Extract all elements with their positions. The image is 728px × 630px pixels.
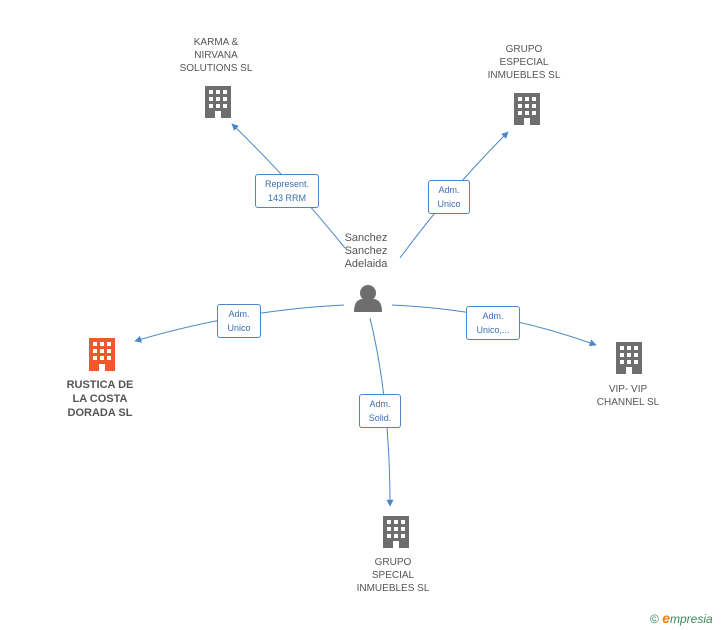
- node-label-rustica[interactable]: RUSTICA DE LA COSTA DORADA SL: [66, 379, 134, 419]
- building-icon[interactable]: [383, 516, 409, 548]
- building-icon[interactable]: [205, 86, 231, 118]
- person-icon[interactable]: [354, 285, 382, 312]
- node-label-vip[interactable]: VIP- VIP CHANNEL SL: [596, 384, 660, 408]
- edge-label-rustica: Adm. Unico: [217, 304, 261, 338]
- edge-label-vip: Adm. Unico,...: [466, 306, 520, 340]
- brand-e: e: [662, 610, 670, 626]
- edge-label-grupo-especial: Adm. Unico: [428, 180, 470, 214]
- node-label-karma[interactable]: KARMA & NIRVANA SOLUTIONS SL: [179, 37, 253, 74]
- node-label-grupo-special[interactable]: GRUPO SPECIAL INMUEBLES SL: [356, 557, 430, 594]
- brand-rest: mpresia: [669, 612, 713, 626]
- edge-label-grupo-special: Adm. Solid.: [359, 394, 401, 428]
- building-icon[interactable]: [514, 93, 540, 125]
- building-icon[interactable]: [89, 338, 115, 371]
- edge-label-karma: Represent. 143 RRM: [255, 174, 319, 208]
- node-label-grupo-especial[interactable]: GRUPO ESPECIAL INMUEBLES SL: [487, 44, 561, 81]
- building-icon[interactable]: [616, 342, 642, 374]
- empresia-logo[interactable]: © empresia: [650, 610, 713, 626]
- person-label[interactable]: Sanchez Sanchez Adelaida: [344, 232, 388, 270]
- copyright-symbol: ©: [650, 612, 659, 626]
